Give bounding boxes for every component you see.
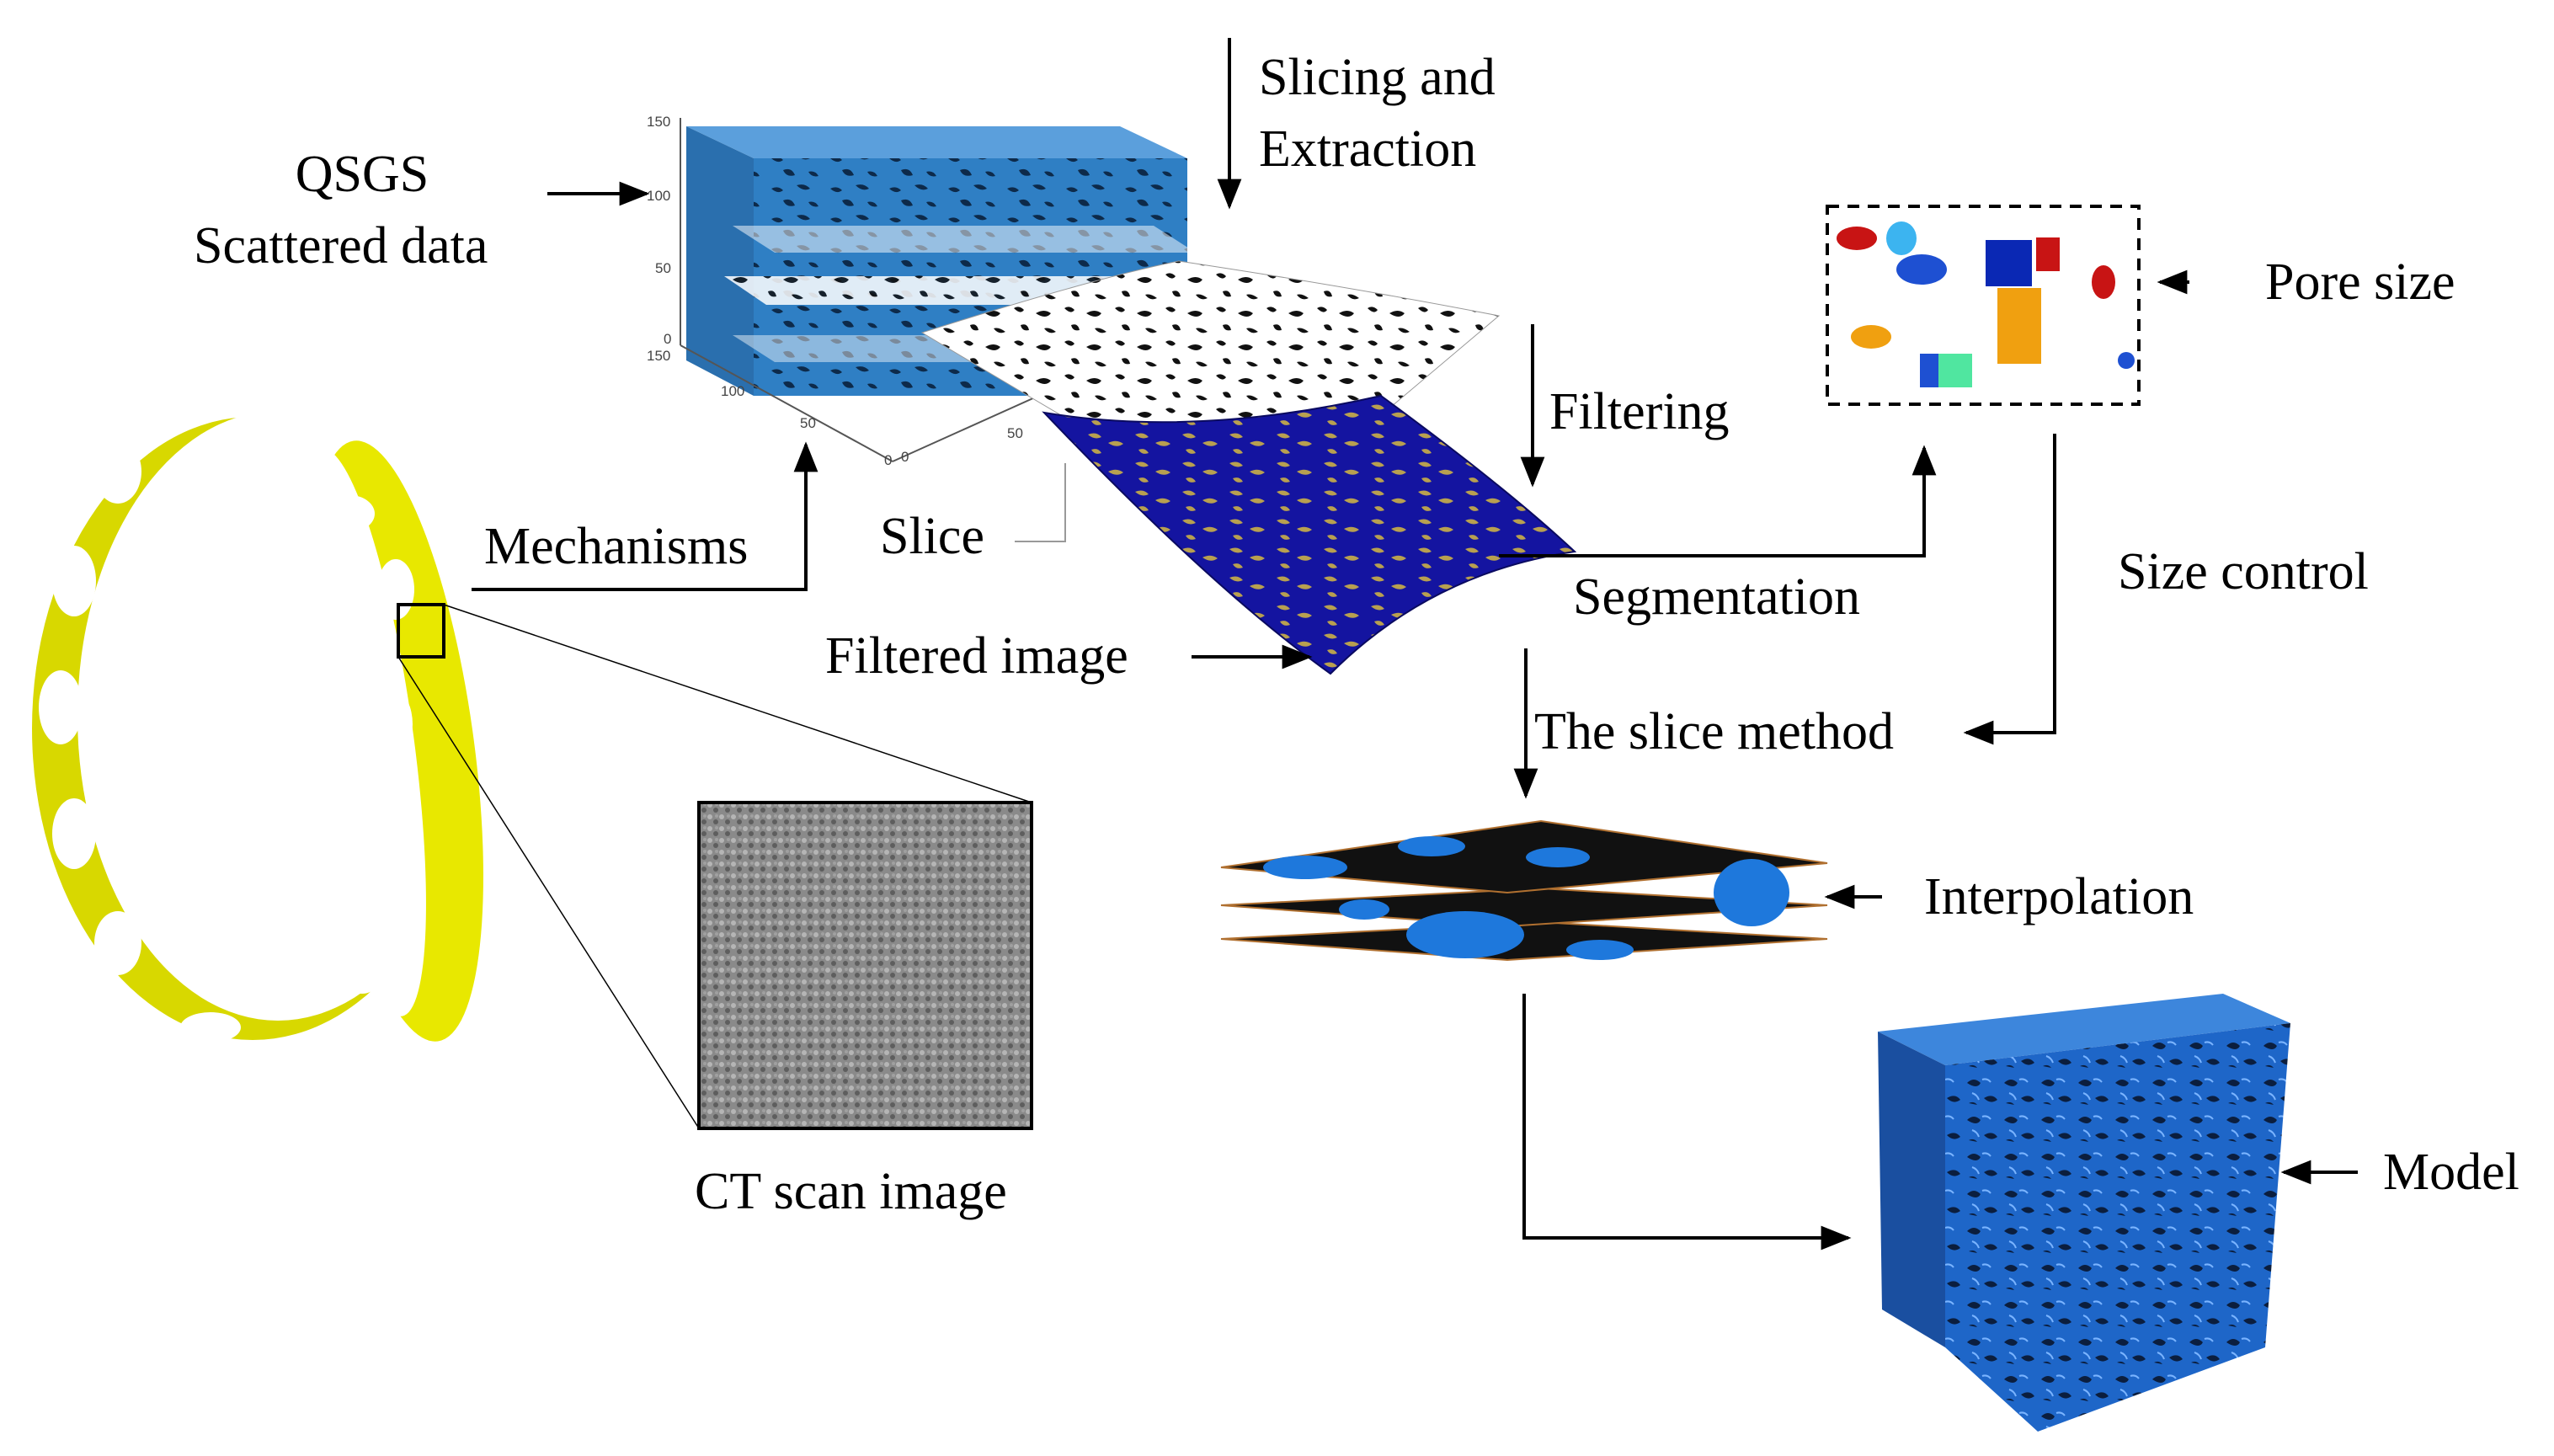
zoom-line-bottom (397, 656, 700, 1129)
label-mechanisms: Mechanisms (484, 518, 749, 575)
ct-scan-image (697, 801, 1033, 1130)
pore-size-panel (1826, 205, 2141, 406)
zoom-line-top (443, 604, 1032, 803)
cube-top-face (686, 126, 1187, 158)
arrow-mechanisms (472, 441, 818, 591)
label-ct-scan-image: CT scan image (695, 1163, 1007, 1220)
y-tick-100: 100 (721, 383, 744, 399)
label-qsgs: QSGS (295, 146, 429, 203)
label-pore-size: Pore size (2265, 253, 2455, 311)
label-interpolation: Interpolation (1924, 868, 2194, 925)
interpolation-stack (1220, 819, 1828, 962)
cube-slice-plane-1 (733, 226, 1196, 253)
label-filtered-image: Filtered image (825, 627, 1128, 685)
label-slice-method: The slice method (1534, 703, 1894, 760)
x-tick-0: 0 (901, 449, 909, 465)
label-filtering: Filtering (1549, 383, 1730, 440)
cube-z-axis: 150 100 50 0 (647, 114, 681, 347)
cube-y-axis: 150 100 50 0 (647, 344, 893, 468)
slice-leader-line (1015, 463, 1066, 542)
y-tick-0: 0 (884, 452, 892, 468)
z-tick-100: 100 (647, 188, 670, 204)
cube-left-face (686, 126, 754, 396)
y-tick-150: 150 (647, 348, 670, 364)
filtered-image-sheet (1042, 394, 1577, 675)
ring-zoom-box (397, 603, 445, 659)
arrow-to-model (1522, 994, 1852, 1251)
x-tick-50: 50 (1007, 425, 1023, 441)
porous-model (1878, 994, 2290, 1432)
label-extraction: Extraction (1259, 120, 1477, 178)
y-tick-50: 50 (800, 415, 816, 431)
label-model: Model (2383, 1144, 2519, 1201)
arrow-segmentation (1499, 445, 1937, 557)
label-slice: Slice (880, 508, 984, 565)
z-tick-50: 50 (655, 260, 671, 276)
label-slicing-and: Slicing and (1259, 49, 1496, 106)
component-ring (32, 411, 483, 1043)
label-segmentation: Segmentation (1573, 568, 1860, 626)
label-scattered-data: Scattered data (194, 217, 488, 275)
flow-arrows (472, 38, 2358, 1251)
label-size-control: Size control (2118, 543, 2369, 600)
ring-holes (39, 440, 414, 1043)
z-tick-150: 150 (647, 114, 670, 130)
z-tick-0: 0 (664, 331, 671, 347)
arrow-size-control (1963, 434, 2056, 745)
